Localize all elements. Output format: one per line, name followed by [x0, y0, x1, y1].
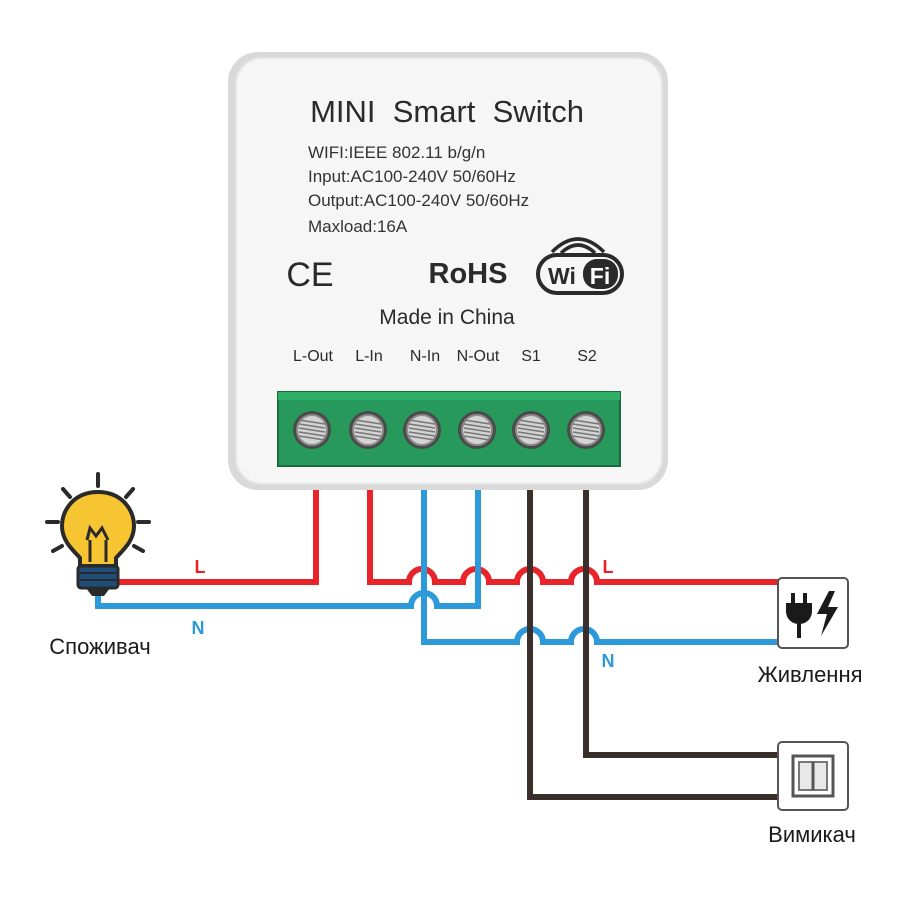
terminal-label-l-out: L-Out: [293, 348, 334, 365]
power-caption: Живлення: [757, 662, 862, 687]
terminal-label-n-out: N-Out: [457, 348, 500, 365]
neutral-wire-from-power: [421, 488, 780, 645]
s1-wire: [527, 488, 780, 800]
spec-maxload: Maxload:16A: [308, 217, 408, 236]
consumer-caption: Споживач: [49, 634, 150, 659]
power-plug-icon: [777, 577, 849, 649]
terminal-label-n-in: N-In: [410, 348, 440, 365]
origin-text: Made in China: [379, 306, 515, 329]
terminal-label-l-in: L-In: [355, 348, 383, 365]
light-bulb-icon: [45, 472, 151, 596]
terminal-screw-n-out: [458, 411, 496, 449]
svg-text:Fi: Fi: [590, 263, 610, 289]
consumer-neutral-label: N: [192, 618, 205, 638]
switch-caption: Вимикач: [768, 822, 856, 847]
svg-text:Wi: Wi: [548, 263, 576, 289]
terminal-screw-l-out: [293, 411, 331, 449]
terminal-screw-s1: [512, 411, 550, 449]
s2-wire: [583, 488, 780, 758]
spec-wifi: WIFI:IEEE 802.11 b/g/n: [308, 143, 485, 162]
wall-switch-icon: [777, 741, 849, 811]
power-live-label: L: [603, 557, 614, 577]
ce-mark: CE: [286, 256, 333, 294]
device-title: MINI Smart Switch: [310, 94, 584, 129]
terminal-label-s1: S1: [521, 348, 541, 365]
terminal-screw-l-in: [349, 411, 387, 449]
terminal-screw-n-in: [403, 411, 441, 449]
spec-output: Output:AC100-240V 50/60Hz: [308, 191, 529, 210]
smart-switch-module: MINI Smart Switch WIFI:IEEE 802.11 b/g/n…: [228, 52, 668, 490]
rohs-mark: RoHS: [429, 258, 508, 290]
power-neutral-label: N: [602, 651, 615, 671]
live-wire-to-consumer: [112, 488, 319, 585]
terminal-label-s2: S2: [577, 348, 597, 365]
live-wire-from-power: [367, 488, 780, 585]
neutral-wire-to-consumer: [95, 488, 481, 609]
consumer-live-label: L: [195, 557, 206, 577]
spec-input: Input:AC100-240V 50/60Hz: [308, 167, 516, 186]
terminal-screw-s2: [567, 411, 605, 449]
wifi-logo-icon: Wi Fi: [536, 237, 624, 295]
terminal-block: [277, 391, 621, 467]
